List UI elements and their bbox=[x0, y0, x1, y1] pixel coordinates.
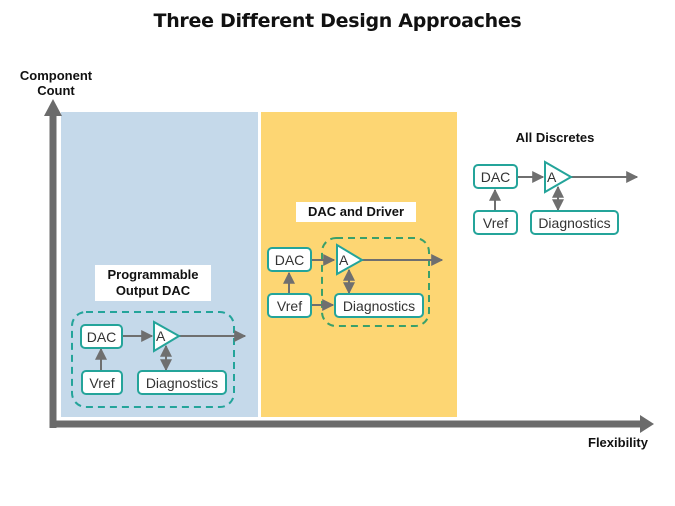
dac-block: DAC bbox=[80, 324, 123, 349]
approach-label-line2: Output DAC bbox=[115, 283, 191, 298]
vref-block: Vref bbox=[473, 210, 518, 235]
diagnostics-block: Diagnostics bbox=[530, 210, 619, 235]
approach-label-dac-and-driver: DAC and Driver bbox=[296, 202, 416, 222]
approach-label-line1: Programmable bbox=[107, 267, 199, 282]
page-title: Three Different Design Approaches bbox=[153, 10, 522, 32]
approach-3-graphics bbox=[489, 160, 639, 212]
x-axis-label: Flexibility bbox=[588, 435, 648, 450]
y-axis-arrowhead bbox=[44, 99, 62, 116]
diagnostics-block: Diagnostics bbox=[334, 293, 424, 318]
diagnostics-block: Diagnostics bbox=[137, 370, 227, 395]
axes bbox=[44, 99, 654, 433]
amplifier-label: A bbox=[547, 169, 557, 185]
approach-1-graphics bbox=[71, 311, 247, 408]
approach-label-line1: All Discretes bbox=[515, 130, 595, 145]
approach-label-all-discretes: All Discretes bbox=[503, 128, 607, 148]
amplifier-icon bbox=[336, 243, 364, 276]
region-programmable-output-dac bbox=[61, 112, 258, 417]
y-axis-label: Component Count bbox=[10, 68, 102, 98]
x-axis-arrowhead bbox=[640, 415, 654, 433]
amplifier-icon bbox=[544, 160, 574, 194]
y-axis-label-line1: Component bbox=[19, 68, 93, 83]
y-axis-label-line2: Count bbox=[37, 83, 75, 98]
integration-boundary-dashed bbox=[71, 311, 235, 408]
amplifier-label: A bbox=[156, 328, 166, 344]
approach-label-programmable-output-dac: Programmable Output DAC bbox=[95, 265, 211, 301]
amplifier-icon bbox=[153, 320, 181, 353]
approach-label-line1: DAC and Driver bbox=[307, 204, 405, 219]
dac-block: DAC bbox=[267, 247, 312, 272]
integration-boundary-dashed bbox=[321, 237, 430, 327]
dac-block: DAC bbox=[473, 164, 518, 189]
approach-2-graphics bbox=[283, 237, 444, 327]
vref-block: Vref bbox=[81, 370, 123, 395]
amplifier-label: A bbox=[339, 252, 349, 268]
vref-block: Vref bbox=[267, 293, 312, 318]
